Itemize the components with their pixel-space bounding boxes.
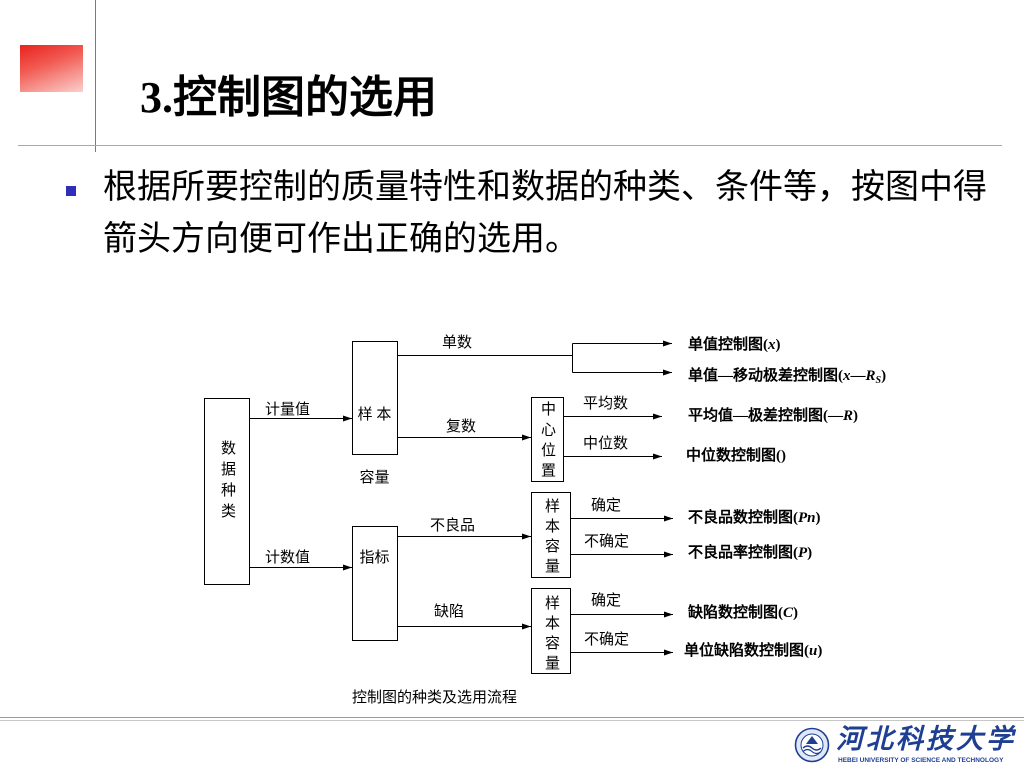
box-label-sample-size-top-line-1: 样 本: [357, 407, 392, 423]
control-chart-selection-flowchart: 数据种类 样 本 容量 指标 中心位置 样本容量 样本容量 计量值 计数值 单数…: [180, 325, 940, 715]
result-text: —: [850, 368, 866, 384]
branch-label-defective-variable: 不确定: [584, 534, 630, 550]
title-underline-rule: [18, 145, 1002, 146]
branch-label-median: 中位数: [583, 436, 629, 452]
decorative-vertical-rule: [95, 0, 96, 152]
result-subscript: S: [875, 375, 882, 386]
result-text: ): [793, 605, 799, 621]
result-p-chart: 不良品率控制图(P): [688, 544, 812, 562]
result-u-chart: 单位缺陷数控制图(u): [684, 642, 822, 660]
branch-label-attribute: 计数值: [265, 550, 311, 566]
result-text: ): [853, 408, 859, 424]
branch-label-single: 单数: [442, 335, 473, 351]
bullet-square-icon: [66, 186, 76, 196]
decorative-red-square: [20, 45, 83, 92]
emblem-wave: [802, 748, 822, 755]
result-median-chart: 中位数控制图(): [686, 447, 786, 465]
result-variable: C: [783, 605, 794, 621]
box-sample-size-defective: [531, 492, 571, 578]
box-label-index: 指标: [359, 550, 390, 566]
branch-label-defect-variable: 不确定: [584, 632, 630, 648]
box-label-data-type: 数据种类: [219, 440, 235, 524]
result-mean-range-chart: 平均值—极差控制图(—R): [688, 407, 858, 425]
branch-label-defect: 缺陷: [434, 604, 465, 620]
box-label-sample-size-top-line-2: 容量: [359, 470, 390, 486]
branch-label-variable: 计量值: [265, 402, 311, 418]
university-name-cn: 河北科技大学: [836, 724, 1016, 754]
result-text: ): [881, 368, 887, 384]
result-text: 单值—移动极差控制图(: [688, 368, 843, 384]
box-sample-size-defect: [531, 588, 571, 674]
result-np-chart: 不良品数控制图(Pn): [688, 509, 821, 527]
emblem-wave: [802, 745, 822, 751]
result-c-chart: 缺陷数控制图(C): [688, 604, 798, 622]
result-text: ): [817, 643, 823, 659]
bullet-text-line-1: 根据所要控制的质量特性和数据的种类、条件等，按图中得: [103, 169, 987, 206]
result-text: 缺陷数控制图(: [688, 605, 783, 621]
result-text: 不良品率控制图(: [688, 545, 798, 561]
university-name-en: HEBEI UNIVERSITY OF SCIENCE AND TECHNOLO…: [838, 757, 1004, 764]
box-label-sample-size-top: 样 本 容量: [352, 363, 397, 531]
footer-rule: [0, 717, 1024, 718]
result-moving-range-chart: 单值—移动极差控制图(x—RS): [688, 367, 887, 386]
box-center-position: [531, 397, 564, 482]
diagram-caption: 控制图的种类及选用流程: [352, 690, 518, 706]
university-emblem-icon: [794, 727, 830, 763]
box-index: [352, 526, 398, 641]
box-label-sample-size-defect: 样本容量: [543, 595, 559, 675]
result-text: 单值控制图(: [688, 337, 768, 353]
result-text: —: [828, 408, 843, 424]
result-variable: R: [865, 368, 876, 384]
branch-label-defect-fixed: 确定: [591, 593, 622, 609]
branch-label-multiple: 复数: [446, 419, 477, 435]
result-variable: x: [768, 337, 776, 353]
box-label-sample-size-defective: 样本容量: [543, 498, 559, 578]
result-variable: R: [843, 408, 854, 424]
footer-rule-shadow: [0, 720, 1024, 721]
bullet-text-line-2: 箭头方向便可作出正确的选用。: [103, 221, 579, 258]
result-individual-chart: 单值控制图(x): [688, 336, 781, 354]
branch-label-mean: 平均数: [583, 396, 629, 412]
box-label-center-position: 中心位置: [539, 401, 555, 483]
page-title: 3.控制图的选用: [140, 73, 437, 122]
result-text: 平均值—极差控制图(: [688, 408, 828, 424]
emblem-peak: [806, 736, 818, 744]
box-sample-size-top: [352, 341, 398, 455]
result-text: ): [815, 510, 821, 526]
branch-label-defective-fixed: 确定: [591, 498, 622, 514]
result-text: 中位数控制图(): [686, 448, 786, 464]
result-variable: P: [798, 545, 808, 561]
result-text: ): [775, 337, 781, 353]
result-text: 不良品数控制图(: [688, 510, 798, 526]
result-variable: x: [843, 368, 851, 384]
branch-label-defective: 不良品: [430, 518, 476, 534]
result-variable: Pn: [798, 510, 816, 526]
result-text: 单位缺陷数控制图(: [684, 643, 809, 659]
box-data-type: [204, 398, 250, 585]
flowchart-connectors: [204, 340, 673, 674]
result-variable: u: [809, 643, 818, 659]
result-text: ): [807, 545, 813, 561]
